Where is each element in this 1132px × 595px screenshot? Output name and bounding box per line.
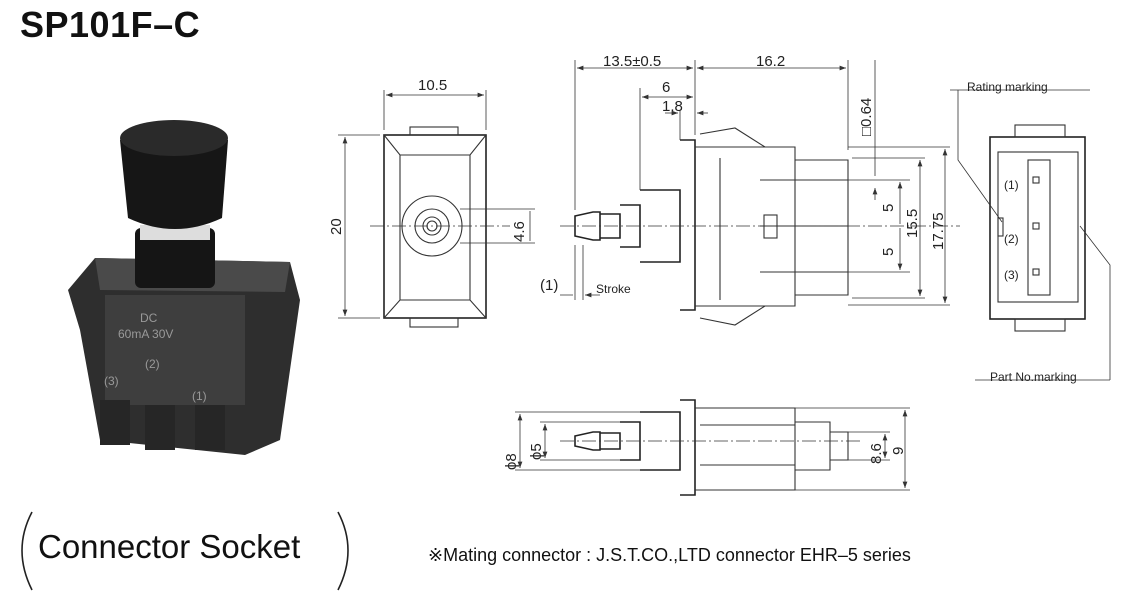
dim-pin-size: □0.64 <box>858 98 875 136</box>
section-brackets <box>21 511 349 591</box>
photo-marking-pin1: (1) <box>192 389 207 403</box>
dim-pitch-upper: 5 <box>880 204 897 212</box>
photo-marking-rating: 60mA 30V <box>118 327 173 341</box>
dim-stroke-value: (1) <box>540 277 558 294</box>
rating-marking-label: Rating marking <box>967 80 1048 94</box>
dim-center: 4.6 <box>511 221 528 242</box>
pin-3-label: (3) <box>1004 268 1019 282</box>
dim-13-5: 13.5±0.5 <box>603 53 661 70</box>
dim-6: 6 <box>662 79 670 96</box>
stroke-label: Stroke <box>596 282 631 296</box>
pin-1-label: (1) <box>1004 178 1019 192</box>
photo-marking-pin2: (2) <box>145 357 160 371</box>
part-no-marking-label: Part No.marking <box>990 370 1077 384</box>
dim-15-5: 15.5 <box>904 209 921 238</box>
dim-1-8: 1.8 <box>662 98 683 115</box>
dim-pitch-lower: 5 <box>880 248 897 256</box>
terminal-view: (1) (2) (3) Rating marking Part No.marki… <box>950 80 1111 384</box>
photo-marking-pin3: (3) <box>104 374 119 388</box>
mating-connector-note: ※Mating connector : J.S.T.CO.,LTD connec… <box>428 545 911 565</box>
part-number-title: SP101F–C <box>20 4 201 45</box>
dim-height: 20 <box>328 218 345 235</box>
product-photo: DC 60mA 30V (1) (2) (3) <box>68 120 300 455</box>
side-view: 13.5±0.5 16.2 6 1.8 □0.64 5 5 15.5 17.75… <box>540 53 960 326</box>
dim-9: 9 <box>890 447 907 455</box>
front-view: 10.5 20 4.6 <box>328 77 535 328</box>
pin-2-label: (2) <box>1004 232 1019 246</box>
dim-8-6: 8.6 <box>868 443 885 464</box>
dim-dia-5: ϕ5 <box>528 443 545 460</box>
top-view: ϕ8 ϕ5 8.6 9 <box>503 399 910 496</box>
dim-width: 10.5 <box>418 77 447 94</box>
dim-17-75: 17.75 <box>930 212 947 250</box>
dim-16-2: 16.2 <box>756 53 785 70</box>
photo-marking-dc: DC <box>140 311 158 325</box>
dim-dia-8: ϕ8 <box>503 453 520 470</box>
section-label-connector-socket: Connector Socket <box>38 528 301 565</box>
